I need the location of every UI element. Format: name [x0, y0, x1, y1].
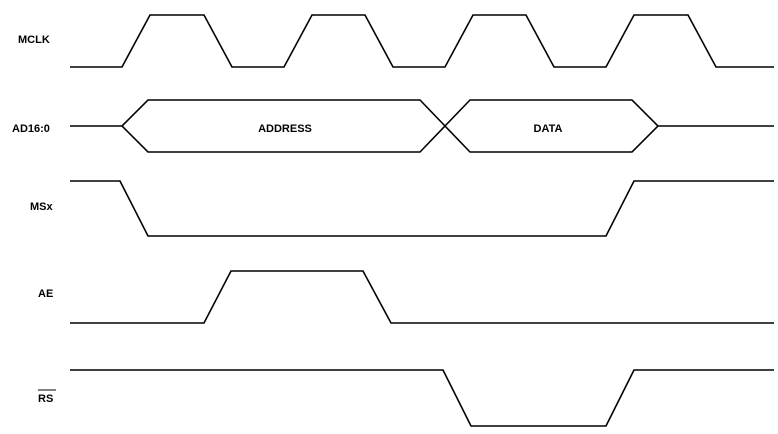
- signal-label-msx: MSx: [30, 201, 54, 213]
- signal-mclk: MCLK: [18, 14, 774, 68]
- signal-msx: MSx: [30, 180, 774, 237]
- bus-label-address: ADDRESS: [258, 123, 312, 135]
- signal-ae: AE: [38, 270, 774, 324]
- waveform-ae: [70, 270, 774, 324]
- signal-label-mclk: MCLK: [18, 34, 50, 46]
- waveform-msx: [70, 180, 774, 237]
- signal-label-ae: AE: [38, 288, 53, 300]
- signal-ad: AD16:0 ADDRESS DATA: [12, 99, 774, 153]
- signal-rs: RS: [38, 369, 774, 427]
- waveform-mclk: [70, 14, 774, 68]
- waveform-rs: [70, 369, 774, 427]
- signal-label-ad: AD16:0: [12, 123, 50, 135]
- bus-label-data: DATA: [534, 123, 563, 135]
- signal-label-rs: RS: [38, 393, 53, 405]
